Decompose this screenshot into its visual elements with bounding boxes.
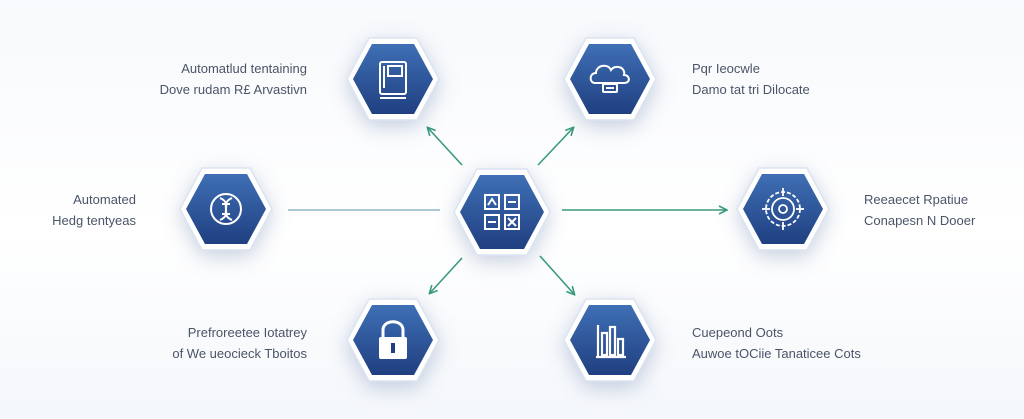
label-tablet: Automatlud tentaining Dove rudam R£ Arva… [160, 58, 307, 100]
label-chart: Cuepeond Oots Auwoe tOCiie Tanaticee Cot… [692, 322, 861, 364]
label-line: Pqr Ieocwle [692, 61, 760, 76]
label-line: Hedg tentyeas [52, 213, 136, 228]
label-dna: Automated Hedg tentyeas [52, 189, 136, 231]
node-hex-chart[interactable] [562, 297, 658, 383]
tablet-icon [379, 61, 407, 99]
label-line: Damo tat tri Dilocate [692, 82, 810, 97]
label-padlock: Prefroreetee Iotatrey of We ueocieck Tbo… [172, 322, 307, 364]
label-line: of We ueocieck Tboitos [172, 346, 307, 361]
node-hex-padlock[interactable] [345, 297, 441, 383]
connector-bottom-left [430, 257, 463, 293]
label-line: Cuepeond Oots [692, 325, 784, 340]
label-cloud: Pqr Ieocwle Damo tat tri Dilocate [692, 58, 810, 100]
node-hex-dna[interactable] [178, 166, 274, 252]
dna-icon [210, 193, 242, 225]
target-gear-icon [762, 188, 804, 230]
label-line: Conapesn N Dooer [864, 213, 976, 228]
node-hex-cloud[interactable] [562, 36, 658, 122]
grid-blocks-icon [484, 194, 520, 230]
node-hex-tablet[interactable] [345, 36, 441, 122]
padlock-icon [379, 320, 407, 359]
connector-top-right [537, 128, 573, 166]
label-line: Prefroreetee Iotatrey [187, 325, 307, 340]
connector-top-left [428, 128, 463, 166]
connector-bottom-right [539, 255, 574, 294]
label-line: Automatlud tentaining [181, 61, 307, 76]
label-line: Reeaecet Rpatiue [864, 192, 969, 207]
label-target: Reeaecet Rpatiue Conapesn N Dooer [864, 189, 975, 231]
bar-chart-icon [596, 325, 626, 359]
label-line: Automated [73, 192, 136, 207]
cloud-server-icon [589, 64, 630, 93]
node-hex-target[interactable] [735, 166, 831, 252]
label-line: Dove rudam R£ Arvastivn [159, 82, 307, 97]
center-hex[interactable] [452, 167, 552, 257]
label-line: Auwoe tOCiie Tanaticee Cots [692, 346, 861, 361]
